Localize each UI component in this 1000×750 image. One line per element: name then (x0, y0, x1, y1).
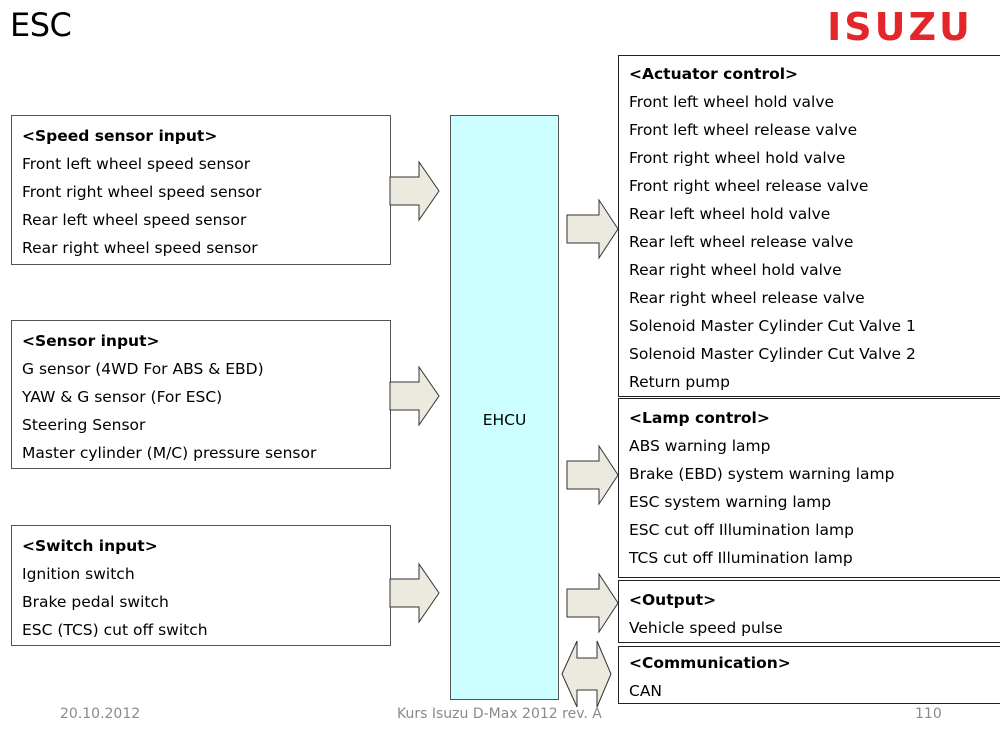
list-item: Front left wheel release valve (629, 121, 858, 139)
list-item: Rear right wheel hold valve (629, 261, 842, 279)
right-arrow-icon (566, 444, 619, 506)
list-item: Front left wheel hold valve (629, 93, 835, 111)
list-item: Rear left wheel hold valve (629, 205, 831, 223)
box-heading: <Speed sensor input> (22, 127, 218, 145)
isuzu-logo: ISUZU (827, 8, 973, 44)
list-item: Front right wheel release valve (629, 177, 869, 195)
list-item: Brake pedal switch (22, 593, 169, 611)
list-item: ESC system warning lamp (629, 493, 832, 511)
actuator-control-box: <Actuator control> Front left wheel hold… (618, 55, 1000, 397)
bidirectional-arrow-icon (561, 640, 612, 708)
right-arrow-icon (566, 198, 619, 260)
footer-page-number: 110 (915, 706, 942, 722)
list-item: ESC cut off Illumination lamp (629, 521, 854, 539)
list-item: Rear right wheel release valve (629, 289, 865, 307)
list-item: ABS warning lamp (629, 437, 771, 455)
list-item: Solenoid Master Cylinder Cut Valve 1 (629, 317, 916, 335)
ehcu-block: EHCU (450, 115, 559, 700)
output-box: <Output> Vehicle speed pulse (618, 580, 1000, 643)
box-heading: <Communication> (629, 654, 791, 672)
list-item: Front right wheel speed sensor (22, 183, 262, 201)
list-item: TCS cut off Illumination lamp (629, 549, 853, 567)
list-item: Solenoid Master Cylinder Cut Valve 2 (629, 345, 916, 363)
communication-box: <Communication> CAN (618, 646, 1000, 704)
lamp-control-box: <Lamp control> ABS warning lamp Brake (E… (618, 398, 1000, 578)
list-item: Front right wheel hold valve (629, 149, 846, 167)
speed-sensor-input-box: <Speed sensor input> Front left wheel sp… (11, 115, 391, 265)
box-heading: <Output> (629, 591, 717, 609)
list-item: ESC (TCS) cut off switch (22, 621, 208, 639)
list-item: Ignition switch (22, 565, 135, 583)
logo-text: ISUZU (827, 8, 973, 44)
box-heading: <Lamp control> (629, 409, 770, 427)
list-item: YAW & G sensor (For ESC) (22, 388, 223, 406)
right-arrow-icon (389, 160, 440, 222)
box-heading: <Switch input> (22, 537, 158, 555)
list-item: Rear right wheel speed sensor (22, 239, 258, 257)
right-arrow-icon (389, 365, 440, 427)
list-item: Return pump (629, 373, 730, 391)
list-item: CAN (629, 682, 663, 700)
ehcu-label: EHCU (482, 411, 527, 429)
list-item: Master cylinder (M/C) pressure sensor (22, 444, 317, 462)
list-item: Brake (EBD) system warning lamp (629, 465, 895, 483)
box-heading: <Sensor input> (22, 332, 160, 350)
switch-input-box: <Switch input> Ignition switch Brake ped… (11, 525, 391, 646)
footer-date: 20.10.2012 (60, 706, 141, 722)
list-item: Rear left wheel speed sensor (22, 211, 247, 229)
right-arrow-icon (389, 562, 440, 624)
box-heading: <Actuator control> (629, 65, 799, 83)
sensor-input-box: <Sensor input> G sensor (4WD For ABS & E… (11, 320, 391, 469)
list-item: Front left wheel speed sensor (22, 155, 251, 173)
list-item: Vehicle speed pulse (629, 619, 783, 637)
list-item: G sensor (4WD For ABS & EBD) (22, 360, 264, 378)
list-item: Steering Sensor (22, 416, 146, 434)
list-item: Rear left wheel release valve (629, 233, 854, 251)
right-arrow-icon (566, 572, 619, 634)
slide-title: ESC (10, 6, 72, 44)
footer-course: Kurs Isuzu D-Max 2012 rev. A (397, 706, 602, 722)
